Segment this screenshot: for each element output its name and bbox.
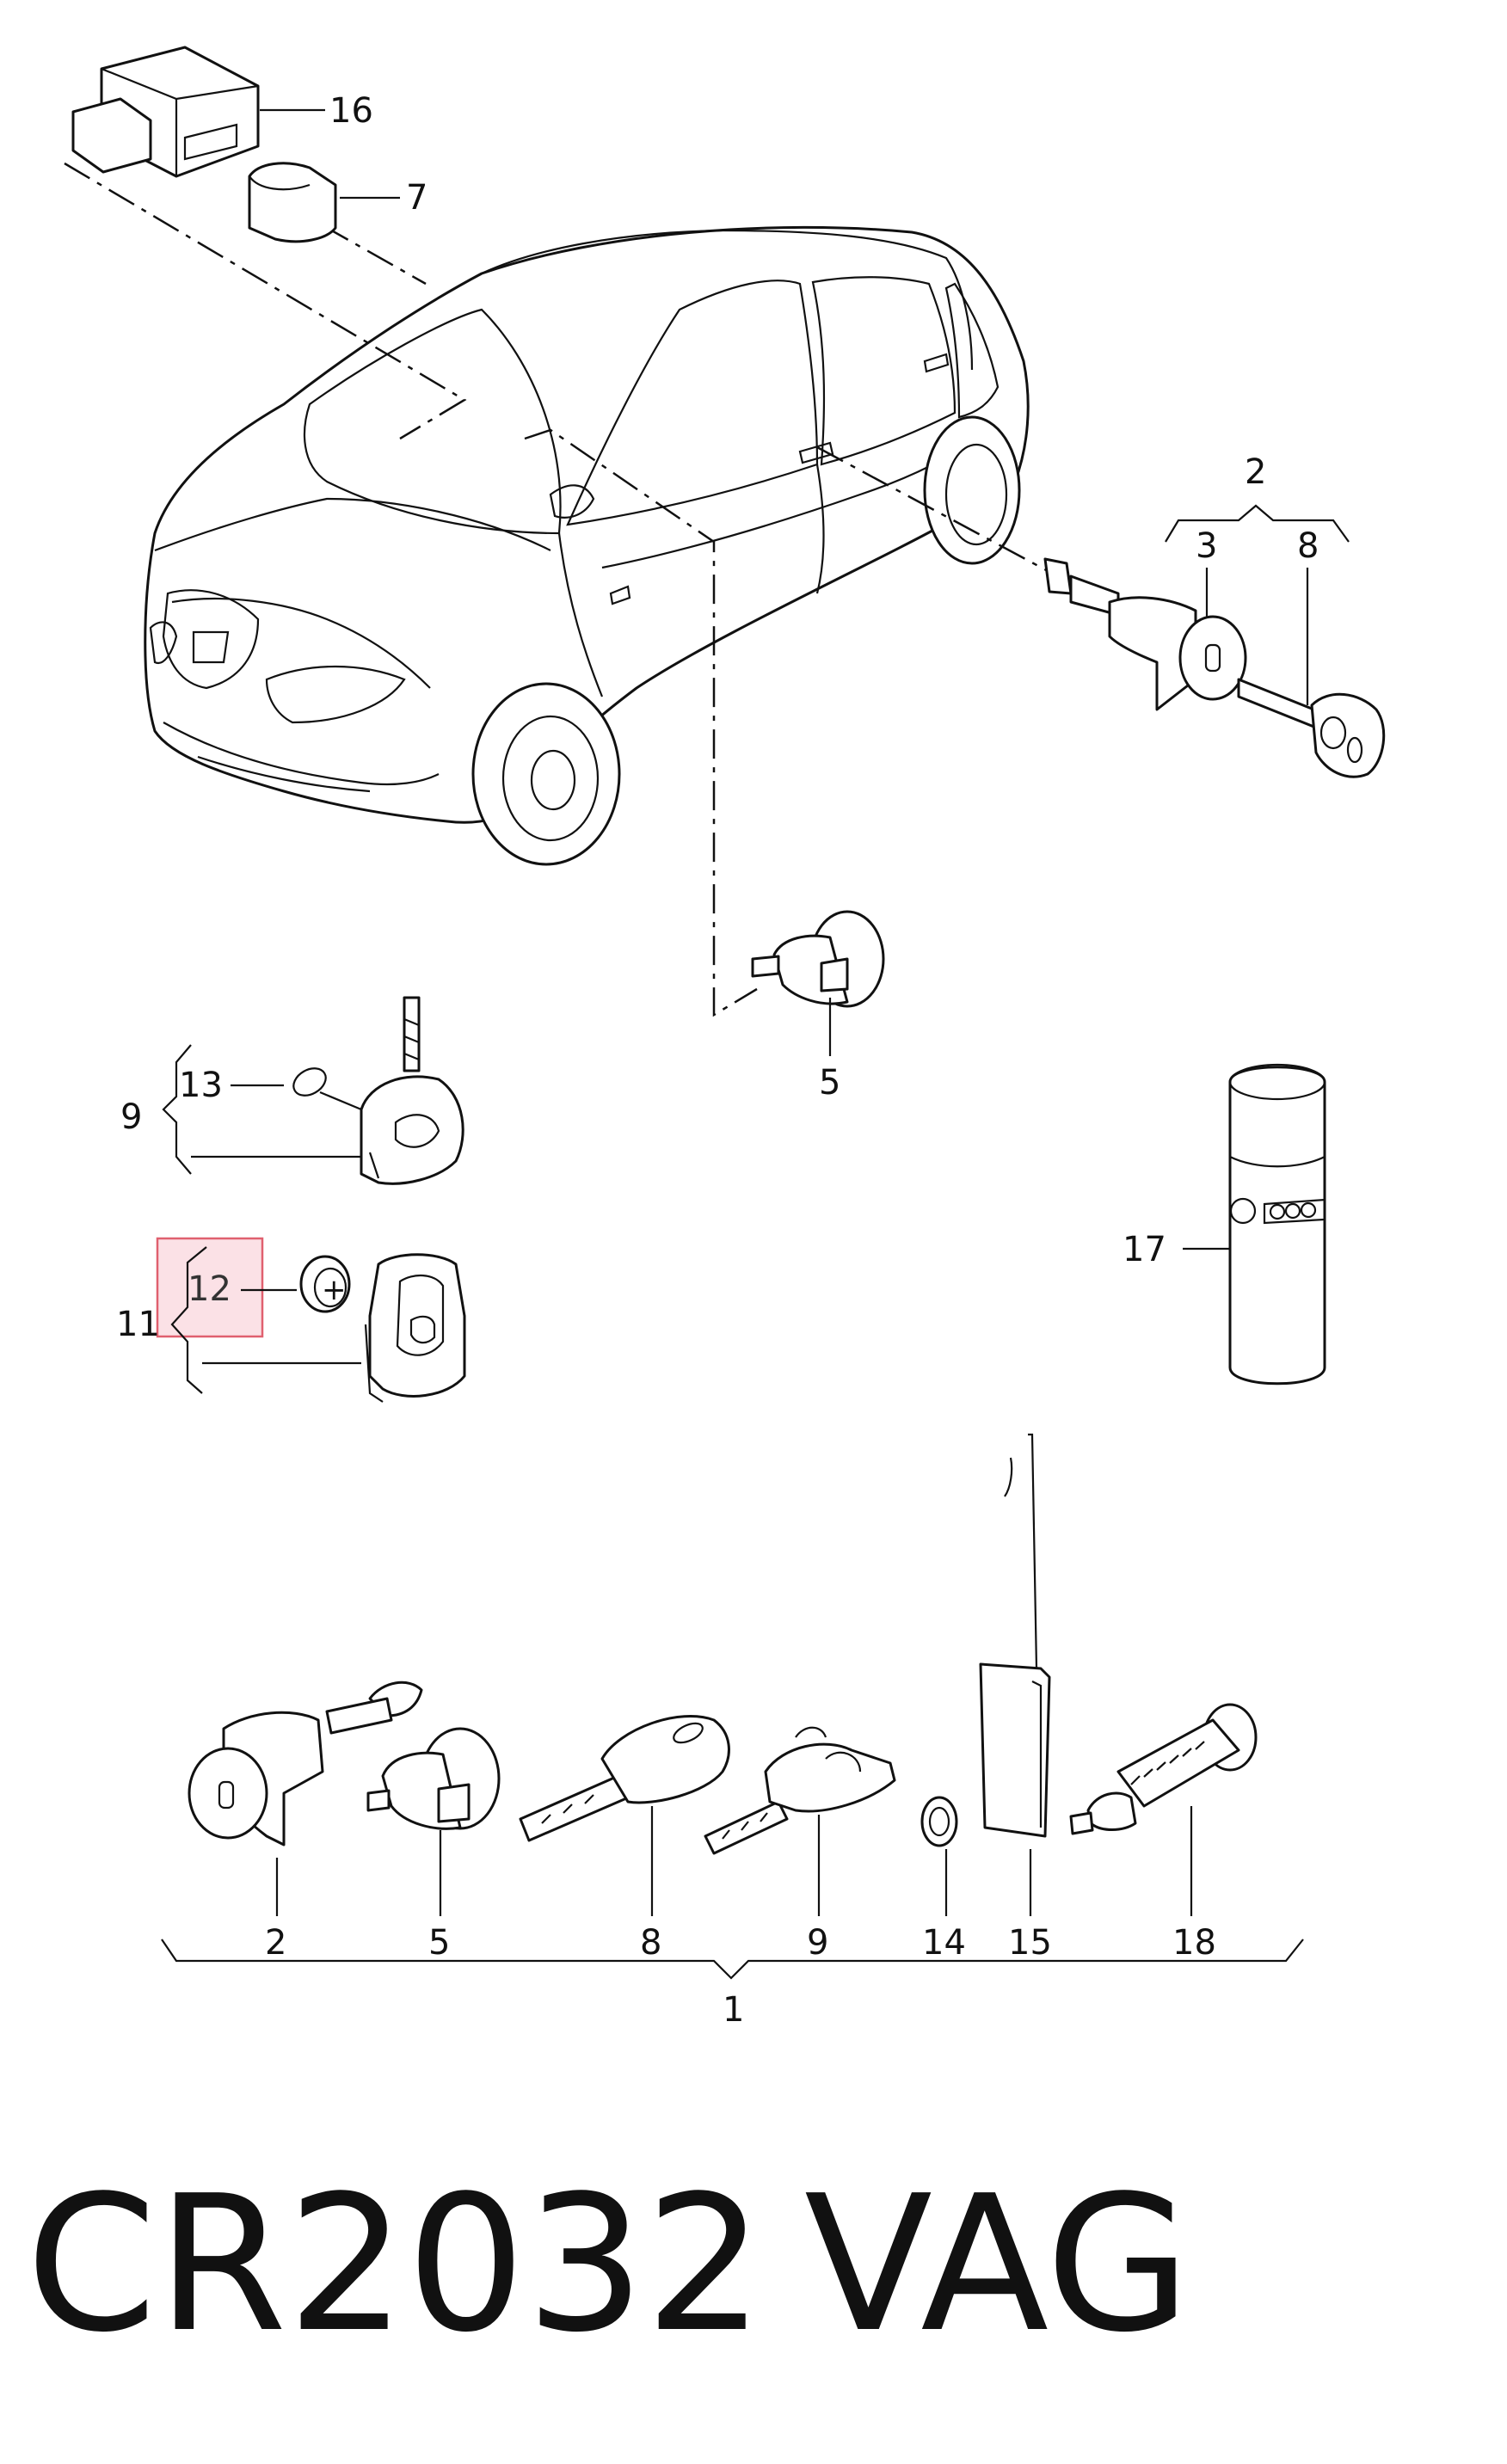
cap-icon [248, 162, 337, 243]
callout-16: 16 [329, 91, 373, 131]
brand-text: VAG [804, 2156, 1190, 2374]
callout-1: 1 [723, 1990, 744, 2030]
callout-9-bottom: 9 [807, 1923, 828, 1963]
callout-15: 15 [1008, 1923, 1052, 1963]
car-hatchback-icon [144, 225, 1030, 866]
key-remote-icon [364, 1253, 466, 1403]
callout-2-bottom: 2 [265, 1923, 286, 1963]
lock-barrel-icon [1069, 1703, 1258, 1835]
callout-13: 13 [179, 1066, 223, 1105]
callout-5-top: 5 [819, 1063, 840, 1103]
coin-cell-battery-icon: + [299, 1255, 351, 1313]
callout-7: 7 [406, 178, 427, 218]
key-icon [1237, 678, 1386, 778]
callout-9-group: 9 [120, 1097, 142, 1137]
lock-cylinder-icon-bottom [188, 1681, 423, 1846]
lock-cylinder-icon [1043, 557, 1247, 711]
folding-key-icon-bottom [704, 1726, 896, 1855]
tool-icon [979, 1433, 1051, 1838]
callout-11: 11 [116, 1305, 160, 1344]
washer-icon [920, 1796, 958, 1847]
callout-17: 17 [1123, 1230, 1166, 1269]
callout-3: 3 [1196, 526, 1217, 566]
lock-housing-icon-bottom [366, 1727, 501, 1830]
callout-8-top: 8 [1297, 526, 1319, 566]
callout-2-group: 2 [1245, 452, 1266, 492]
callout-18: 18 [1172, 1923, 1216, 1963]
callout-12: 12 [188, 1269, 231, 1309]
callout-14: 14 [922, 1923, 966, 1963]
part-number-text: CR2032 [26, 2156, 764, 2374]
lock-housing-icon [751, 910, 885, 1008]
callout-8-bottom: 8 [640, 1923, 661, 1963]
connection-lines [64, 162, 1050, 1017]
key-icon-bottom [519, 1715, 730, 1842]
callout-5-bottom: 5 [428, 1923, 450, 1963]
spray-can-icon [1228, 1063, 1326, 1386]
folding-key-icon [360, 996, 464, 1185]
battery-plus-mark: + [322, 1273, 347, 1307]
switch-unit-icon [71, 46, 260, 178]
